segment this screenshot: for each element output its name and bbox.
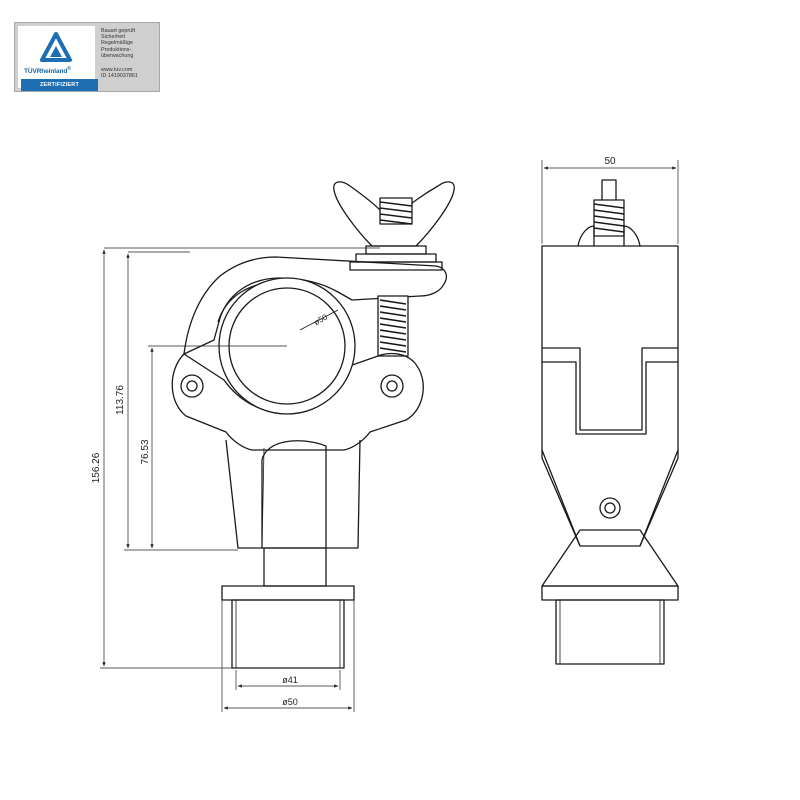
badge-line: Sicherheit (101, 34, 125, 41)
dim-total-height: 156.26 (91, 452, 102, 483)
tuv-certification-badge: TÜVRheinland® ZERTIFIZIERT Bauart geprüf… (14, 22, 160, 92)
badge-website: www.tuv.com (101, 67, 133, 74)
spigot (231, 599, 345, 669)
badge-line: Bauart geprüft (101, 28, 136, 34)
dim-spigot-inner: ø41 (282, 675, 298, 685)
side-body (541, 245, 679, 547)
tuv-certified-label: ZERTIFIZIERT (21, 79, 98, 91)
clamp-hook (183, 256, 447, 355)
neck (225, 439, 361, 549)
tuv-triangle-icon (40, 32, 72, 62)
tuv-brand: TÜVRheinland® (24, 66, 71, 76)
side-hinge-pin (599, 497, 621, 519)
hinge-pin-left (180, 374, 204, 398)
badge-line: Regelmäßige (101, 40, 134, 47)
front-view (171, 181, 455, 669)
side-dimensions (541, 160, 679, 244)
side-wing-nut (577, 225, 641, 247)
tuv-logo-panel: TÜVRheinland® ZERTIFIZIERT (18, 26, 98, 91)
stem (263, 547, 327, 587)
dim-side-width: 50 (604, 156, 616, 167)
hinge-pin-right (380, 374, 404, 398)
front-dimensions (100, 247, 380, 712)
dim-spigot-outer: ø50 (282, 697, 298, 707)
badge-line: überwachung (101, 52, 134, 59)
spigot-flange (221, 585, 355, 601)
side-view (541, 179, 679, 665)
badge-line: Produktions- (101, 46, 132, 53)
tuv-badge-text: Bauart geprüft Sicherheit Regelmäßige Pr… (101, 28, 159, 79)
side-spigot (555, 599, 665, 665)
side-flange (541, 529, 679, 587)
dim-lower-height: 76.53 (140, 439, 151, 464)
badge-id: ID 1419037861 (101, 73, 138, 80)
threaded-bolt (377, 295, 409, 357)
dim-upper-height: 113.76 (115, 385, 126, 415)
